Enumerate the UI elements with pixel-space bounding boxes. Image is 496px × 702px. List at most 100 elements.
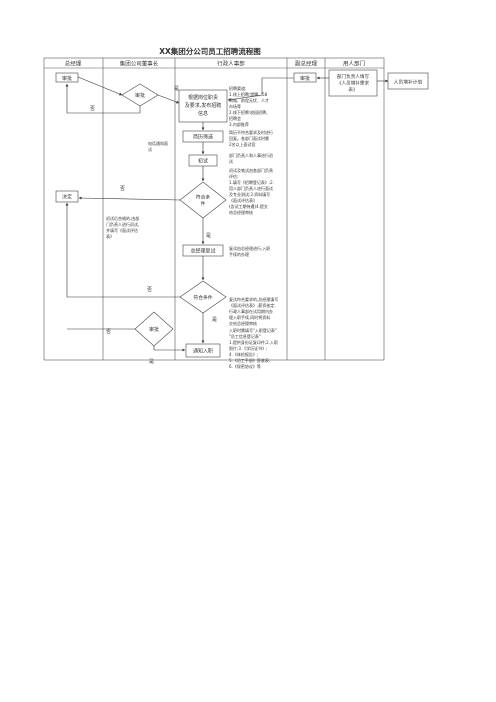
svg-text:2名以上面试官: 2名以上面试官: [229, 141, 256, 147]
node-hr-plan: 人员增补计划: [387, 72, 429, 90]
chart-title: XX集团分公司员工招聘流程图: [159, 46, 261, 56]
node-gm-retest: 总经理复试: [182, 244, 224, 257]
svg-text:及要求,发布招聘: 及要求,发布招聘: [185, 102, 222, 109]
svg-text:《面试评估表》: 《面试评估表》: [229, 197, 257, 203]
svg-text:审批: 审批: [300, 75, 310, 82]
label-yes-3: 是: [212, 317, 217, 323]
svg-text:决定: 决定: [62, 194, 72, 201]
svg-text:试: 试: [148, 146, 152, 152]
svg-text:市场等: 市场等: [229, 103, 241, 109]
svg-text:2.线下招聘:校园招聘、: 2.线下招聘:校园招聘、: [229, 109, 270, 115]
node-qualify: 符合条 件: [179, 181, 227, 219]
swimlane-frame: [43, 57, 385, 361]
note-side: 初试后合格的,由部 门负责人进行初试, 并填写《面试评估 表》: [106, 215, 139, 239]
note-screen: 简历不符合要求及时进行 回复。各部门面试时需 2名以上面试官: [229, 129, 273, 147]
svg-text:试: 试: [229, 158, 233, 164]
svg-text:《面试评估表》,薪资核定:: 《面试评估表》,薪资核定:: [229, 302, 276, 308]
node-hire-qualify: 符合条件: [179, 280, 227, 314]
note-phone: 电话通知面 试: [148, 140, 168, 152]
svg-text:简历不符合要求及时进行: 简历不符合要求及时进行: [229, 129, 273, 135]
svg-text:初试及笔试由各部门负责: 初试及笔试由各部门负责: [229, 167, 273, 173]
node-approve-chair: 审批: [121, 83, 159, 107]
svg-text:交给总经理审核: 交给总经理审核: [229, 320, 257, 326]
svg-text:1.填写《招聘登记表》;2.: 1.填写《招聘登记表》;2.: [229, 179, 274, 185]
node-approve-vp-top: 审批: [293, 72, 317, 83]
svg-text:及专业测试;3.资料填写: 及专业测试;3.资料填写: [229, 191, 270, 197]
svg-text:件: 件: [201, 200, 206, 207]
svg-text:6.《保密协议》等: 6.《保密协议》等: [229, 363, 261, 369]
svg-text:符合条: 符合条: [196, 194, 211, 201]
svg-text:招聘会: 招聘会: [229, 115, 241, 121]
svg-text:4.《体检报告》;: 4.《体检报告》;: [229, 351, 258, 357]
svg-text:审批: 审批: [149, 326, 159, 333]
svg-text:人员增补计划: 人员增补计划: [394, 79, 423, 86]
lane-header-gm: 总经理: [65, 60, 82, 68]
svg-text:初试: 初试: [198, 158, 208, 165]
node-screen: 简历筛选: [182, 130, 224, 143]
connectors: [65, 76, 389, 352]
svg-text:行政人事部在试用期内办: 行政人事部在试用期内办: [229, 308, 273, 314]
node-dept-request: 部门负责人填写 《人员增补需求 表》: [328, 69, 378, 97]
svg-text:(含试工期待遇)4.提交: (含试工期待遇)4.提交: [229, 203, 268, 209]
note-first: 部门负责人和人事进行初 试: [229, 152, 273, 164]
node-first-test: 初试: [188, 154, 218, 167]
svg-text:理入职手续,同时将资料: 理入职手续,同时将资料: [229, 314, 270, 320]
svg-text:复试由总经理进行,入职: 复试由总经理进行,入职: [229, 245, 270, 251]
svg-text:审批: 审批: [62, 75, 72, 82]
note-channels: 招聘渠道: 1.线上招聘:猎聘、58 同城、前程无忧、人才 市场等 2.线下招聘…: [229, 85, 270, 127]
svg-text:根据岗位职责: 根据岗位职责: [188, 94, 218, 101]
svg-text:1.线上招聘:猎聘、58: 1.线上招聘:猎聘、58: [229, 91, 268, 97]
svg-text:5.《员工手册》签收表;: 5.《员工手册》签收表;: [229, 357, 270, 363]
svg-text:符合条件: 符合条件: [193, 294, 212, 301]
svg-text:1.提供身份证复印件;2.入职: 1.提供身份证复印件;2.入职: [229, 339, 278, 345]
svg-text:电话通知面: 电话通知面: [148, 140, 168, 146]
node-approve-chair-low: 审批: [134, 311, 174, 347]
note-criteria: 初试及笔试由各部门负责 评估: 1.填写《招聘登记表》;2. 用人部门负责人进行…: [229, 167, 274, 215]
label-no-3: 否: [147, 287, 152, 293]
svg-text:评估:: 评估:: [229, 173, 238, 179]
lane-headers: 总经理 集团公司董事长 行政人事部 副总经理 用人部门: [65, 60, 365, 68]
svg-text:并填写《面试评估: 并填写《面试评估: [106, 227, 138, 233]
svg-text:给总经理审核: 给总经理审核: [229, 209, 253, 215]
label-yes-2: 是: [206, 233, 211, 239]
note-retest: 复试由总经理进行,入职 手续的办理: [229, 245, 270, 257]
svg-text:《人员增补需求: 《人员增补需求: [337, 80, 370, 87]
svg-text:总经理复试: 总经理复试: [190, 248, 215, 255]
note-hire: 复试符合要求的,总经理填写 《面试评估表》,薪资核定: 行政人事部在试用期内办 …: [229, 296, 278, 326]
svg-text:照片;3.《学历证书》;: 照片;3.《学历证书》;: [229, 345, 268, 351]
label-no-4: 否: [106, 329, 111, 335]
svg-text:用人部门负责人进行面试: 用人部门负责人进行面试: [229, 185, 273, 191]
svg-text:手续的办理: 手续的办理: [229, 251, 249, 257]
svg-text:信息: 信息: [198, 110, 208, 117]
svg-text:简历筛选: 简历筛选: [193, 134, 213, 141]
svg-text:初试后合格的,由部: 初试后合格的,由部: [106, 215, 139, 221]
lane-header-vp: 副总经理: [295, 60, 318, 68]
label-yes-1: 是: [174, 86, 179, 92]
svg-text:审批: 审批: [135, 92, 145, 99]
svg-text:部门负责人和人事进行初: 部门负责人和人事进行初: [229, 152, 273, 158]
lane-header-hr: 行政人事部: [217, 60, 245, 68]
svg-text:回复。各部门面试时需: 回复。各部门面试时需: [229, 135, 269, 141]
svg-text:部门负责人填写: 部门负责人填写: [337, 73, 370, 80]
edge-labels: 是 否 否 是 否 是 否 是: [90, 86, 217, 365]
svg-text:"员工信息登记表": "员工信息登记表": [229, 333, 261, 339]
note-notify: 入职时需填写"入职登记表" "员工信息登记表" 1.提供身份证复印件;2.入职 …: [229, 327, 278, 369]
svg-text:3.内部推荐: 3.内部推荐: [229, 121, 249, 127]
node-make-plan: 根据岗位职责 及要求,发布招聘 信息: [178, 89, 228, 123]
node-gm-decide: 决定: [55, 190, 79, 203]
svg-text:入职时需填写"入职登记表": 入职时需填写"入职登记表": [229, 327, 277, 333]
lane-header-chairman: 集团公司董事长: [120, 60, 159, 68]
svg-text:复试符合要求的,总经理填写: 复试符合要求的,总经理填写: [229, 296, 278, 302]
lane-header-dept: 用人部门: [343, 60, 365, 68]
svg-text:招聘渠道:: 招聘渠道:: [229, 85, 246, 91]
svg-text:表》: 表》: [106, 233, 114, 239]
label-yes-4: 是: [149, 359, 154, 365]
label-no-2: 否: [120, 186, 125, 192]
svg-text:门负责人进行初试,: 门负责人进行初试,: [106, 221, 139, 227]
svg-text:通知入职: 通知入职: [193, 348, 213, 355]
svg-text:同城、前程无忧、人才: 同城、前程无忧、人才: [229, 97, 269, 103]
node-approve-gm-top: 审批: [55, 72, 79, 83]
label-no-1: 否: [90, 106, 95, 112]
svg-text:表》: 表》: [348, 86, 357, 93]
